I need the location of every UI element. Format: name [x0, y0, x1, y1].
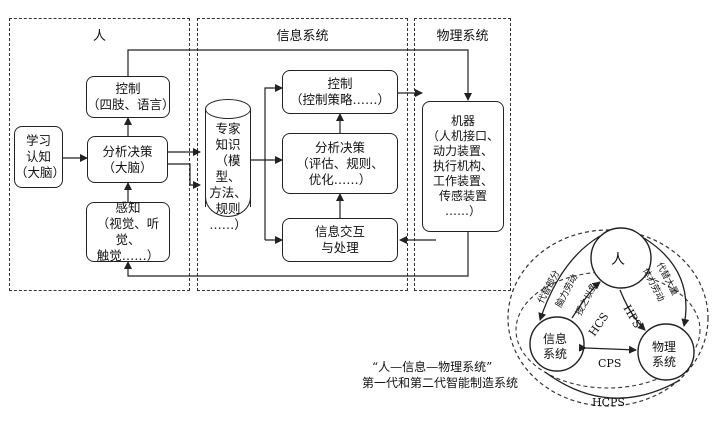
learning-cognition-box: 学习 认知 （大脑） — [14, 126, 66, 188]
hcps-physical-label: 物理 系统 — [652, 340, 677, 369]
physical-system-section: 物理系统 — [414, 18, 511, 291]
human-section-title: 人 — [92, 29, 106, 44]
info-control-box: 控制 （控制策略……） — [282, 70, 398, 114]
perception-box: 感知 （视觉、听觉、 触觉……） — [86, 200, 170, 263]
info-interaction-label: 信息交互 与处理 — [314, 224, 365, 255]
physical-node-circle — [637, 323, 695, 381]
human-decision-label: 分析决策 （大脑） — [102, 143, 153, 175]
decision-to-info-arrow — [168, 163, 201, 189]
human-decision-box: 分析决策 （大脑） — [87, 136, 168, 183]
hcps-human-label: 人 — [611, 252, 625, 268]
hcps-label: HCPS — [592, 396, 625, 409]
human-control-to-machine-line — [127, 49, 472, 101]
hcps-diagram — [507, 227, 709, 407]
machine-label: 机器 （人机接口、 动力装置、 执行机构、 工作装置、 传感装置 ……） — [426, 114, 499, 218]
human-section: 人 — [9, 18, 190, 291]
human-control-label: 控制 （四肢、语言） — [87, 81, 175, 112]
bottom-arc — [544, 371, 681, 399]
caption-line-2: 第一代和第二代智能制造系统 — [362, 376, 519, 390]
expert-knowledge-label: 专家 知识 （模型、 方法、 规则 ……） — [209, 121, 247, 232]
physical-section-title: 物理系统 — [436, 29, 489, 44]
hps-arc — [643, 237, 690, 327]
learning-cognition-label: 学习 认知 （大脑） — [15, 133, 66, 180]
machine-box: 机器 （人机接口、 动力装置、 执行机构、 工作装置、 传感装置 ……） — [422, 101, 504, 232]
info-section-title: 信息系统 — [276, 29, 329, 44]
human-node-circle — [590, 227, 652, 289]
hps-inner-arc — [619, 289, 646, 331]
perception-label: 感知 （视觉、听觉、 触觉……） — [96, 200, 160, 263]
machine-to-perception-line — [124, 232, 469, 277]
cps-label: CPS — [598, 357, 622, 370]
cps-arrow — [578, 343, 637, 354]
hcps-outer-ellipse — [507, 229, 709, 407]
info-interaction-box: 信息交互 与处理 — [282, 218, 398, 262]
human-control-box: 控制 （四肢、语言） — [86, 76, 175, 118]
info-to-control-arrow — [264, 84, 283, 240]
hcs-inner-arc — [571, 281, 601, 319]
expert-knowledge-cylinder: 专家 知识 （模型、 方法、 规则 ……） — [205, 99, 251, 232]
hcps-info-label: 信息 系统 — [543, 332, 568, 361]
caption-line-1: “人—信息—物理系统” — [372, 360, 493, 374]
hcs-arc — [538, 235, 601, 321]
info-decision-label: 分析决策 （评估、规则、 优化……） — [296, 139, 384, 187]
info-control-label: 控制 （控制策略……） — [289, 76, 390, 107]
info-decision-box: 分析决策 （评估、规则、 优化……） — [282, 133, 398, 194]
